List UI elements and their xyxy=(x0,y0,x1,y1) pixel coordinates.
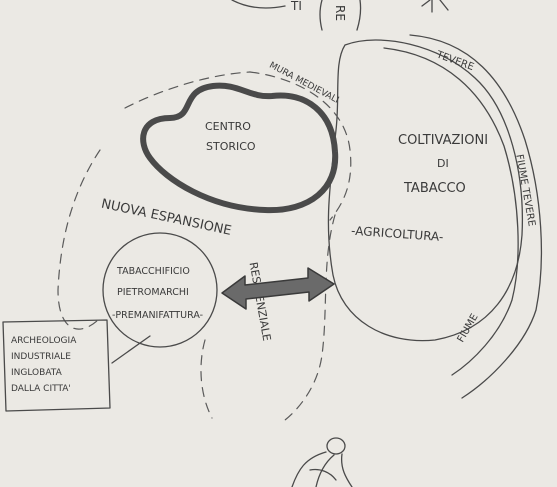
coltivazioni-line-2: DI xyxy=(437,157,449,170)
archeologia-line-3: INGLOBATA xyxy=(11,368,63,378)
archeologia-line-1: ARCHEOLOGIA xyxy=(11,336,77,346)
centro-line-2: STORICO xyxy=(206,140,256,153)
top-fragment-left: TI xyxy=(290,0,302,13)
coltivazioni-line-1: COLTIVAZIONI xyxy=(398,133,488,148)
top-fragment-mid: RE xyxy=(333,5,347,21)
coltivazioni-line-3: TABACCO xyxy=(403,181,466,196)
tabacchificio-line-1: TABACCHIFICIO xyxy=(116,266,190,277)
archeologia-line-4: DALLA CITTA' xyxy=(11,384,71,394)
centro-line-1: CENTRO xyxy=(205,120,251,133)
tabacchificio-line-3: -PREMANIFATTURA- xyxy=(112,310,203,321)
archeologia-line-2: INDUSTRIALE xyxy=(11,352,71,362)
tabacchificio-line-2: PIETROMARCHI xyxy=(117,287,189,298)
